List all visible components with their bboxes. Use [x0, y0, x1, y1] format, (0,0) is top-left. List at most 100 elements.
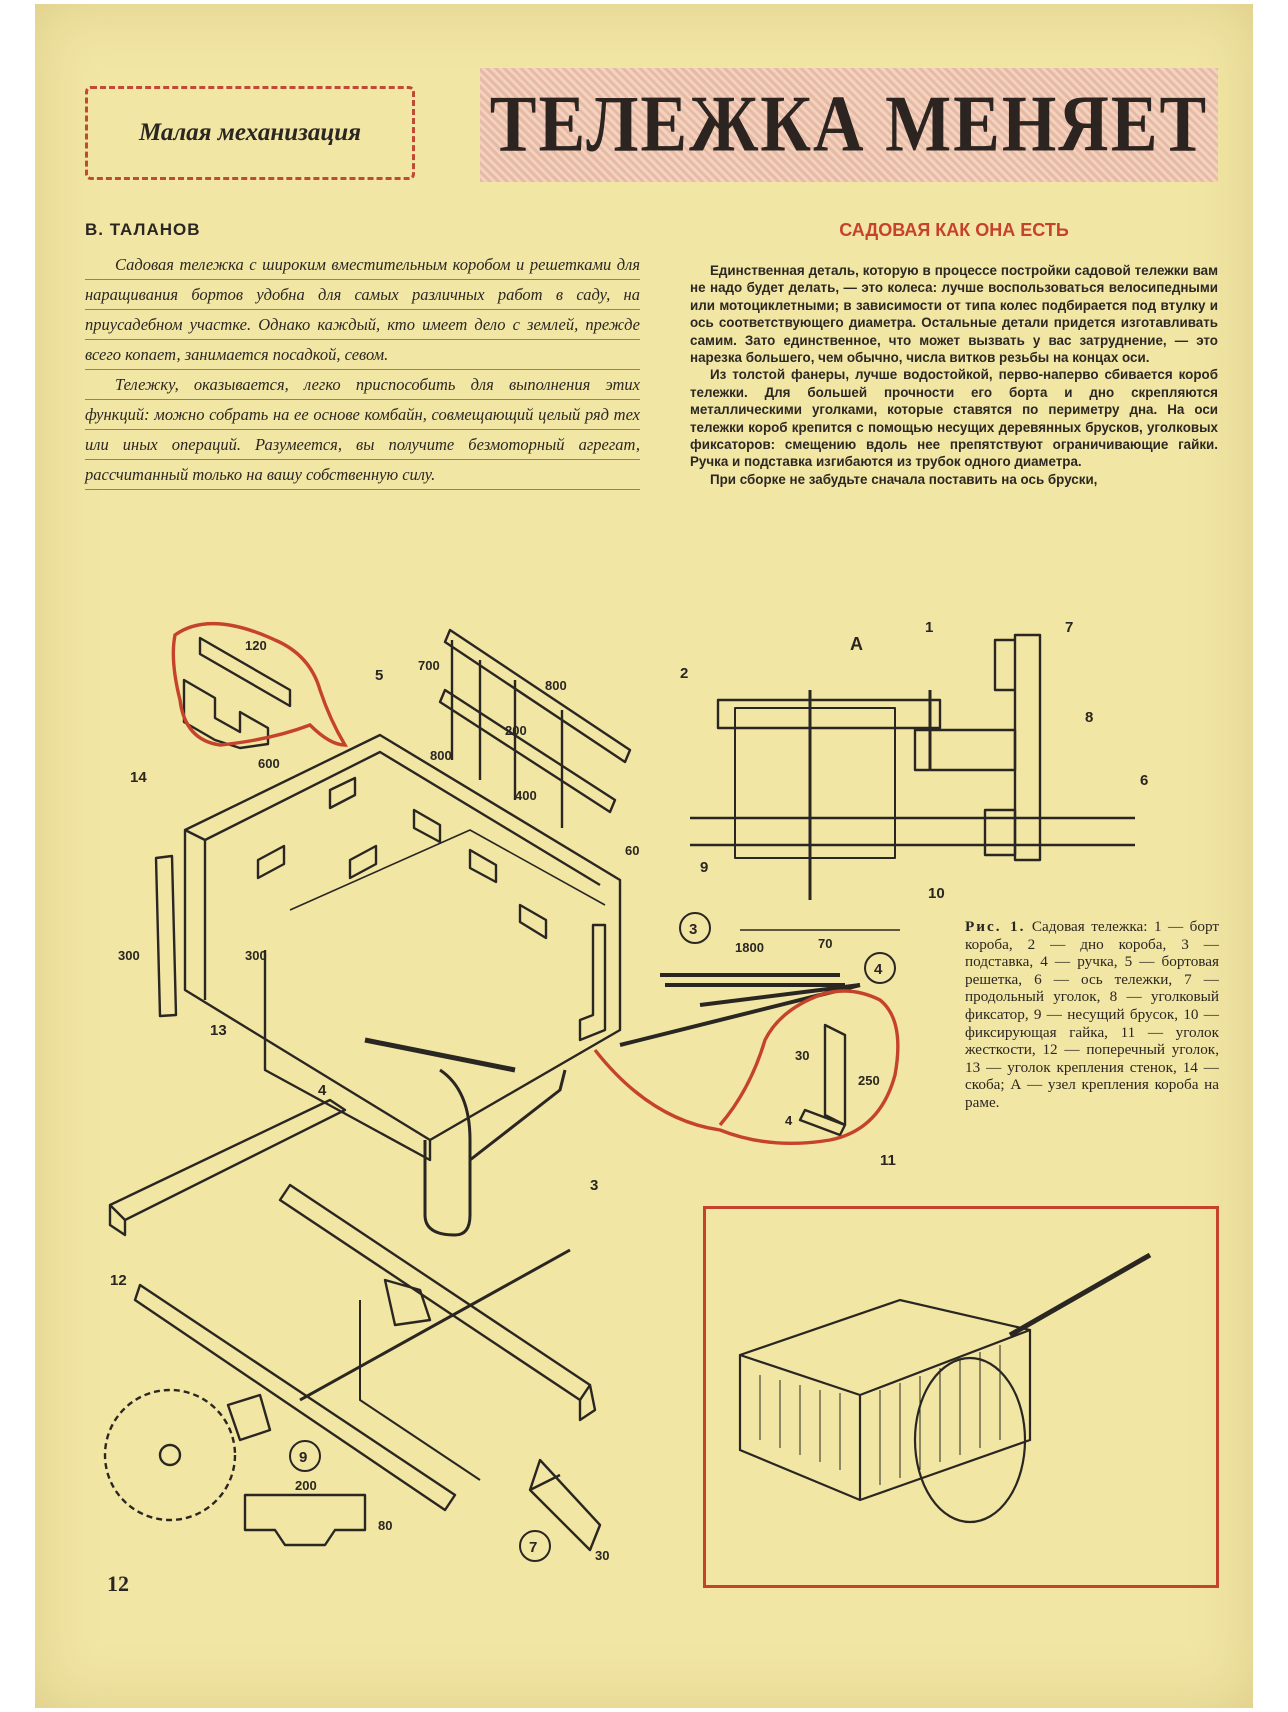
box-bottom-line	[289, 829, 606, 911]
part-5: 5	[375, 667, 383, 684]
sketch-wheel	[913, 1356, 1027, 1524]
cross-angle-12	[108, 1098, 347, 1237]
part-1: 1	[925, 619, 933, 636]
figure-caption: Рис. 1. Садовая тележка: 1 — борт короба…	[965, 918, 1219, 1112]
node-a-angle	[993, 633, 1042, 862]
dim-700: 700	[418, 658, 440, 673]
grid-rail-mid	[438, 688, 617, 814]
dim-120: 120	[245, 638, 267, 653]
body-paragraph-2: Из толстой фанеры, лучше водостойкой, пе…	[690, 367, 1218, 470]
dim-30b: 30	[595, 1548, 609, 1563]
part-8: 8	[1085, 709, 1093, 726]
box-front	[263, 950, 432, 1162]
headline-banner: ТЕЛЕЖКА МЕНЯЕТ	[480, 68, 1218, 182]
side-corner-1	[578, 923, 607, 1042]
detail-7-angle	[528, 1458, 602, 1552]
headline-text: ТЕЛЕЖКА МЕНЯЕТ	[489, 80, 1209, 169]
highlight-loop-14	[171, 621, 349, 747]
circle-marker-9	[289, 1440, 321, 1472]
part-6: 6	[1140, 772, 1148, 789]
rubric-label: Малая механизация	[138, 119, 362, 146]
section-title: САДОВАЯ КАК ОНА ЕСТЬ	[839, 220, 1069, 240]
dim-400: 400	[515, 788, 537, 803]
corner-angle-13	[154, 854, 178, 1018]
bracket-strip	[198, 636, 292, 708]
dim-1800: 1800	[735, 940, 764, 955]
cart-illustration-frame	[703, 1206, 1219, 1588]
dim-80: 80	[378, 1518, 392, 1533]
node-a-label: А	[850, 634, 863, 654]
part-9: 9	[700, 859, 708, 876]
dim-60: 60	[625, 843, 639, 858]
staple-14	[182, 678, 270, 750]
page-number: 12	[107, 1571, 129, 1596]
dim-70: 70	[818, 936, 832, 951]
highlight-loop-11	[593, 989, 900, 1146]
dim-300b: 300	[245, 948, 267, 963]
cart-box-outline	[183, 733, 622, 1142]
sketch-box	[738, 1298, 1032, 1502]
sketch-handle	[1008, 1252, 1152, 1338]
circle-label-4: 4	[874, 961, 883, 978]
part-11: 11	[880, 1152, 896, 1169]
article-body: Единственная деталь, которую в процессе …	[690, 262, 1218, 488]
dim-300a: 300	[118, 948, 140, 963]
part-2: 2	[680, 665, 688, 682]
node-a-nut	[983, 808, 1017, 857]
long-angle-7b	[133, 1283, 457, 1512]
stiffener-11	[798, 1023, 847, 1137]
part-10: 10	[928, 885, 945, 902]
axle-6	[299, 1248, 571, 1402]
part-3: 3	[590, 1177, 598, 1194]
part-13: 13	[210, 1022, 227, 1039]
dim-200: 200	[505, 723, 527, 738]
rubric-box: Малая механизация	[85, 86, 415, 180]
caption-text: Садовая тележка: 1 — борт короба, 2 — дн…	[965, 918, 1219, 1111]
wheel-hub	[158, 1443, 182, 1467]
dim-250: 250	[858, 1073, 880, 1088]
circle-marker-3	[679, 912, 711, 944]
part-7: 7	[1065, 619, 1073, 636]
sketch-box-edges	[739, 1328, 1031, 1500]
author-name: В. ТАЛАНОВ	[85, 220, 201, 239]
frame-links	[359, 1300, 481, 1481]
dim-30a: 30	[795, 1048, 809, 1063]
dim-600: 600	[258, 756, 280, 771]
detail-9-block	[243, 1493, 367, 1547]
bearing-block-9	[226, 1393, 272, 1442]
box-back-edge	[204, 750, 601, 887]
circle-marker-7	[519, 1530, 551, 1562]
node-a-fixator	[913, 728, 1017, 772]
circle-label-9: 9	[299, 1449, 307, 1466]
circle-label-3: 3	[689, 921, 697, 938]
fixator-8	[383, 1278, 432, 1327]
node-a-wood-block	[734, 707, 896, 859]
caption-lead: Рис. 1.	[965, 918, 1026, 935]
sketch-plank-hatching	[759, 1345, 1001, 1485]
node-a-axle	[690, 816, 1135, 847]
node-a-bolts	[808, 690, 932, 900]
cart-sketch	[738, 1252, 1152, 1524]
body-paragraph-3: При сборке не забудьте сначала поставить…	[710, 471, 1098, 487]
tube-3	[660, 973, 845, 987]
dim-800a: 800	[545, 678, 567, 693]
part-12: 12	[110, 1272, 127, 1289]
circle-marker-4	[864, 952, 896, 984]
grid-rail-posts	[450, 640, 564, 828]
body-paragraph-1: Единственная деталь, которую в процессе …	[690, 263, 1218, 366]
wheel	[103, 1388, 237, 1522]
circle-label-7: 7	[529, 1539, 537, 1556]
dim-200b: 200	[295, 1478, 317, 1493]
part-14: 14	[130, 769, 147, 786]
handle-bar-4	[364, 1037, 516, 1073]
wall-brackets	[256, 776, 548, 940]
box-inner-edge	[184, 828, 207, 1000]
stand-tube-3	[423, 1068, 567, 1237]
dim-4: 4	[785, 1113, 793, 1128]
long-angle-7	[278, 1183, 597, 1422]
grid-rail-top	[443, 628, 632, 764]
dim-800b: 800	[430, 748, 452, 763]
part-4: 4	[318, 1082, 327, 1099]
node-a-box-bottom	[716, 698, 942, 730]
